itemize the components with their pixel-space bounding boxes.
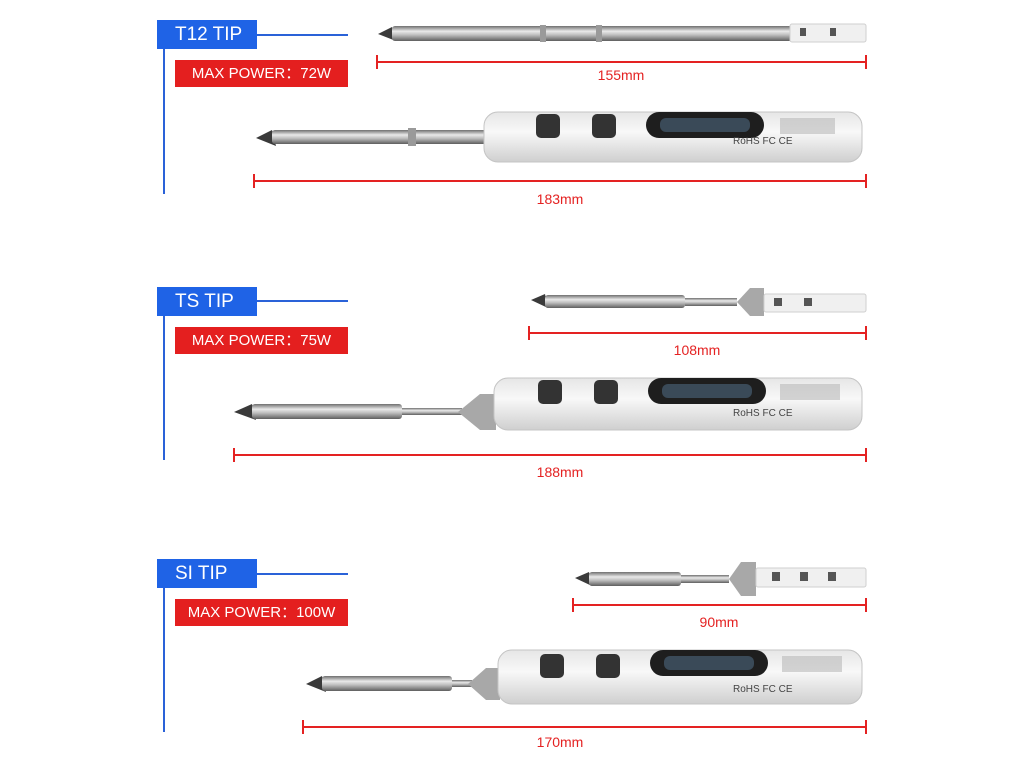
total-length-line	[233, 454, 866, 456]
dimension-tick	[865, 448, 867, 462]
rohs-mark: RoHS	[733, 136, 760, 147]
fc-mark: FC	[762, 408, 776, 419]
si-iron-drawing	[306, 649, 863, 705]
dimension-tick	[865, 174, 867, 188]
max-power-badge: MAX POWER：75W	[175, 327, 348, 354]
tip-name-tag: TS TIP	[157, 287, 257, 316]
tip-tag-connector	[257, 300, 348, 302]
ts-tip-drawing	[531, 288, 867, 316]
tip-length-line	[528, 332, 866, 334]
total-length-label: 188mm	[536, 464, 584, 480]
max-power-badge: MAX POWER：100W	[175, 599, 348, 626]
ts-iron-drawing	[234, 377, 863, 431]
ce-mark: CE	[778, 684, 793, 695]
rohs-mark: RoHS	[733, 408, 760, 419]
handle-print-1: RoHS FC CE	[733, 136, 793, 147]
t12-iron-drawing	[256, 111, 863, 163]
tip-name-tag: SI TIP	[157, 559, 257, 588]
dimension-tick	[865, 720, 867, 734]
handle-print-2: RoHS FC CE	[733, 408, 793, 419]
tip-length-line	[572, 604, 866, 606]
rohs-mark: RoHS	[733, 684, 760, 695]
dimension-tick	[865, 326, 867, 340]
ce-mark: CE	[778, 408, 793, 419]
handle-print-3: RoHS FC CE	[733, 684, 793, 695]
total-length-label: 183mm	[536, 191, 584, 207]
fc-mark: FC	[762, 684, 776, 695]
section-divider-line	[163, 48, 165, 194]
tip-name-tag: T12 TIP	[157, 20, 257, 49]
tip-length-line	[376, 61, 866, 63]
dimension-tick	[865, 598, 867, 612]
si-tip-drawing	[575, 562, 867, 596]
section-divider-line	[163, 314, 165, 460]
tip-tag-connector	[257, 573, 348, 575]
total-length-line	[302, 726, 866, 728]
total-length-label: 170mm	[536, 734, 584, 750]
fc-mark: FC	[762, 136, 776, 147]
section-divider-line	[163, 586, 165, 732]
dimension-tick	[865, 55, 867, 69]
tip-length-label: 155mm	[597, 67, 645, 83]
tip-length-label: 108mm	[673, 342, 721, 358]
total-length-line	[253, 180, 866, 182]
ce-mark: CE	[778, 136, 793, 147]
tip-tag-connector	[257, 34, 348, 36]
t12-tip-drawing	[378, 23, 867, 43]
max-power-badge: MAX POWER：72W	[175, 60, 348, 87]
tip-length-label: 90mm	[699, 614, 739, 630]
